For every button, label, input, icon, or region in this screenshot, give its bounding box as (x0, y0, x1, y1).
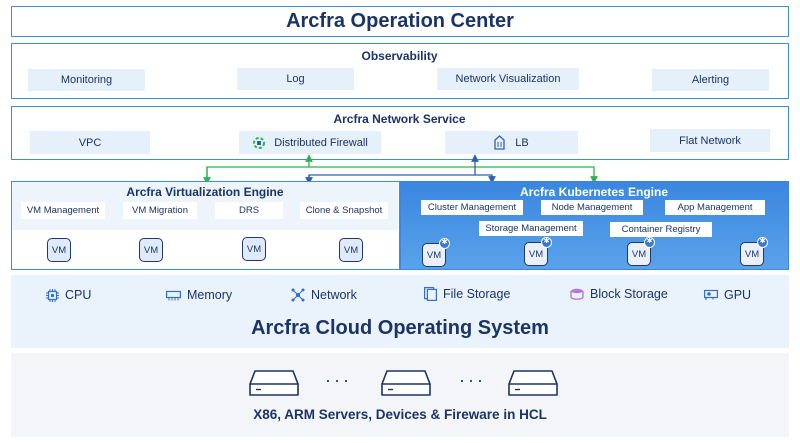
blue-connector (308, 174, 496, 184)
kubernetes-badge-icon: ✱ (757, 237, 768, 248)
vm-icon: VM (47, 238, 71, 262)
file-storage-icon (424, 287, 437, 301)
k8s-item-storage-management[interactable]: Storage Management (479, 221, 583, 236)
kubernetes-engine-title: Arcfra Kubernetes Engine (519, 185, 669, 199)
vm-icon: VM (139, 238, 163, 262)
resource-file-storage: File Storage (424, 287, 510, 301)
ve-item-vm-management[interactable]: VM Management (21, 202, 105, 219)
operation-center-title: Arcfra Operation Center (286, 10, 514, 32)
network-icon (291, 288, 305, 302)
operation-center-banner: Arcfra Operation Center (11, 6, 789, 37)
kubernetes-engine-panel: Arcfra Kubernetes Engine Cluster Managem… (400, 181, 789, 270)
load-balancer-icon (494, 135, 505, 150)
cloud-os-band (11, 315, 789, 348)
connector-arrows (203, 154, 598, 185)
resource-label: Network (311, 288, 357, 302)
network-service-title: Arcfra Network Service (333, 112, 466, 126)
resource-network: Network (291, 288, 357, 302)
vm-label: VM (744, 248, 760, 260)
observability-panel: Observability Monitoring Log Network Vis… (11, 43, 789, 99)
kubernetes-badge-icon: ✱ (541, 237, 552, 248)
resources-band (11, 275, 789, 315)
server-icon (508, 370, 558, 396)
gpu-icon (704, 289, 718, 300)
kubernetes-badge-icon: ✱ (439, 238, 450, 249)
server-icon (381, 370, 431, 396)
ellipsis-2: ··· (459, 370, 486, 390)
vm-label: VM (631, 248, 647, 260)
virtualization-engine-panel: Arcfra Virtualization Engine VM Manageme… (11, 181, 400, 270)
k8s-vm-icon: VM✱ (740, 237, 768, 266)
k8s-item-container-registry[interactable]: Container Registry (610, 222, 712, 237)
network-item-distributed-firewall[interactable]: Distributed Firewall (239, 131, 381, 154)
resource-gpu: GPU (704, 288, 751, 302)
resource-label: CPU (65, 288, 92, 302)
ve-item-drs[interactable]: DRS (215, 202, 283, 219)
resource-label: File Storage (443, 287, 511, 301)
observability-item-log[interactable]: Log (237, 68, 354, 90)
k8s-vm-icon: VM✱ (627, 237, 655, 266)
vm-label: VM (426, 249, 442, 261)
network-item-flat-network[interactable]: Flat Network (650, 129, 770, 152)
cloud-os-title: Arcfra Cloud Operating System (251, 317, 549, 339)
k8s-item-app-management[interactable]: App Management (665, 200, 765, 215)
server-icon (249, 370, 299, 396)
k8s-vm-icon: VM✱ (422, 238, 450, 267)
resource-label: GPU (724, 288, 752, 302)
resource-block-storage: Block Storage (570, 287, 668, 301)
k8s-vm-icon: VM✱ (524, 237, 552, 266)
vm-icon: VM (242, 237, 266, 261)
observability-item-alerting[interactable]: Alerting (652, 69, 769, 91)
observability-title: Observability (361, 49, 438, 63)
firewall-icon (253, 136, 266, 149)
k8s-item-node-management[interactable]: Node Management (541, 200, 643, 215)
observability-item-monitoring[interactable]: Monitoring (28, 69, 145, 91)
vm-label: VM (528, 248, 544, 260)
vm-icon: VM (339, 238, 363, 262)
virtualization-engine-title: Arcfra Virtualization Engine (126, 185, 284, 199)
network-item-vpc[interactable]: VPC (30, 131, 150, 154)
lb-label: LB (515, 136, 529, 149)
k8s-item-cluster-management[interactable]: Cluster Management (421, 200, 523, 215)
resource-memory: Memory (166, 288, 232, 302)
network-item-lb[interactable]: LB (445, 131, 578, 154)
cpu-icon (46, 288, 59, 302)
ve-item-clone-snapshot[interactable]: Clone & Snapshot (300, 202, 388, 219)
resource-label: Block Storage (590, 287, 668, 301)
network-service-panel: Arcfra Network Service VPC Distributed F… (11, 106, 789, 160)
hardware-caption: X86, ARM Servers, Devices & Fireware in … (253, 407, 547, 422)
ve-item-vm-migration[interactable]: VM Migration (123, 202, 197, 219)
memory-icon (166, 290, 181, 300)
resource-cpu: CPU (46, 288, 91, 302)
ellipsis-1: ··· (325, 370, 352, 390)
resource-label: Memory (187, 288, 233, 302)
green-connector (206, 166, 598, 184)
distributed-firewall-label: Distributed Firewall (274, 136, 368, 149)
observability-item-network-visualization[interactable]: Network Visualization (437, 68, 579, 90)
block-storage-icon (570, 288, 584, 300)
kubernetes-badge-icon: ✱ (644, 237, 655, 248)
